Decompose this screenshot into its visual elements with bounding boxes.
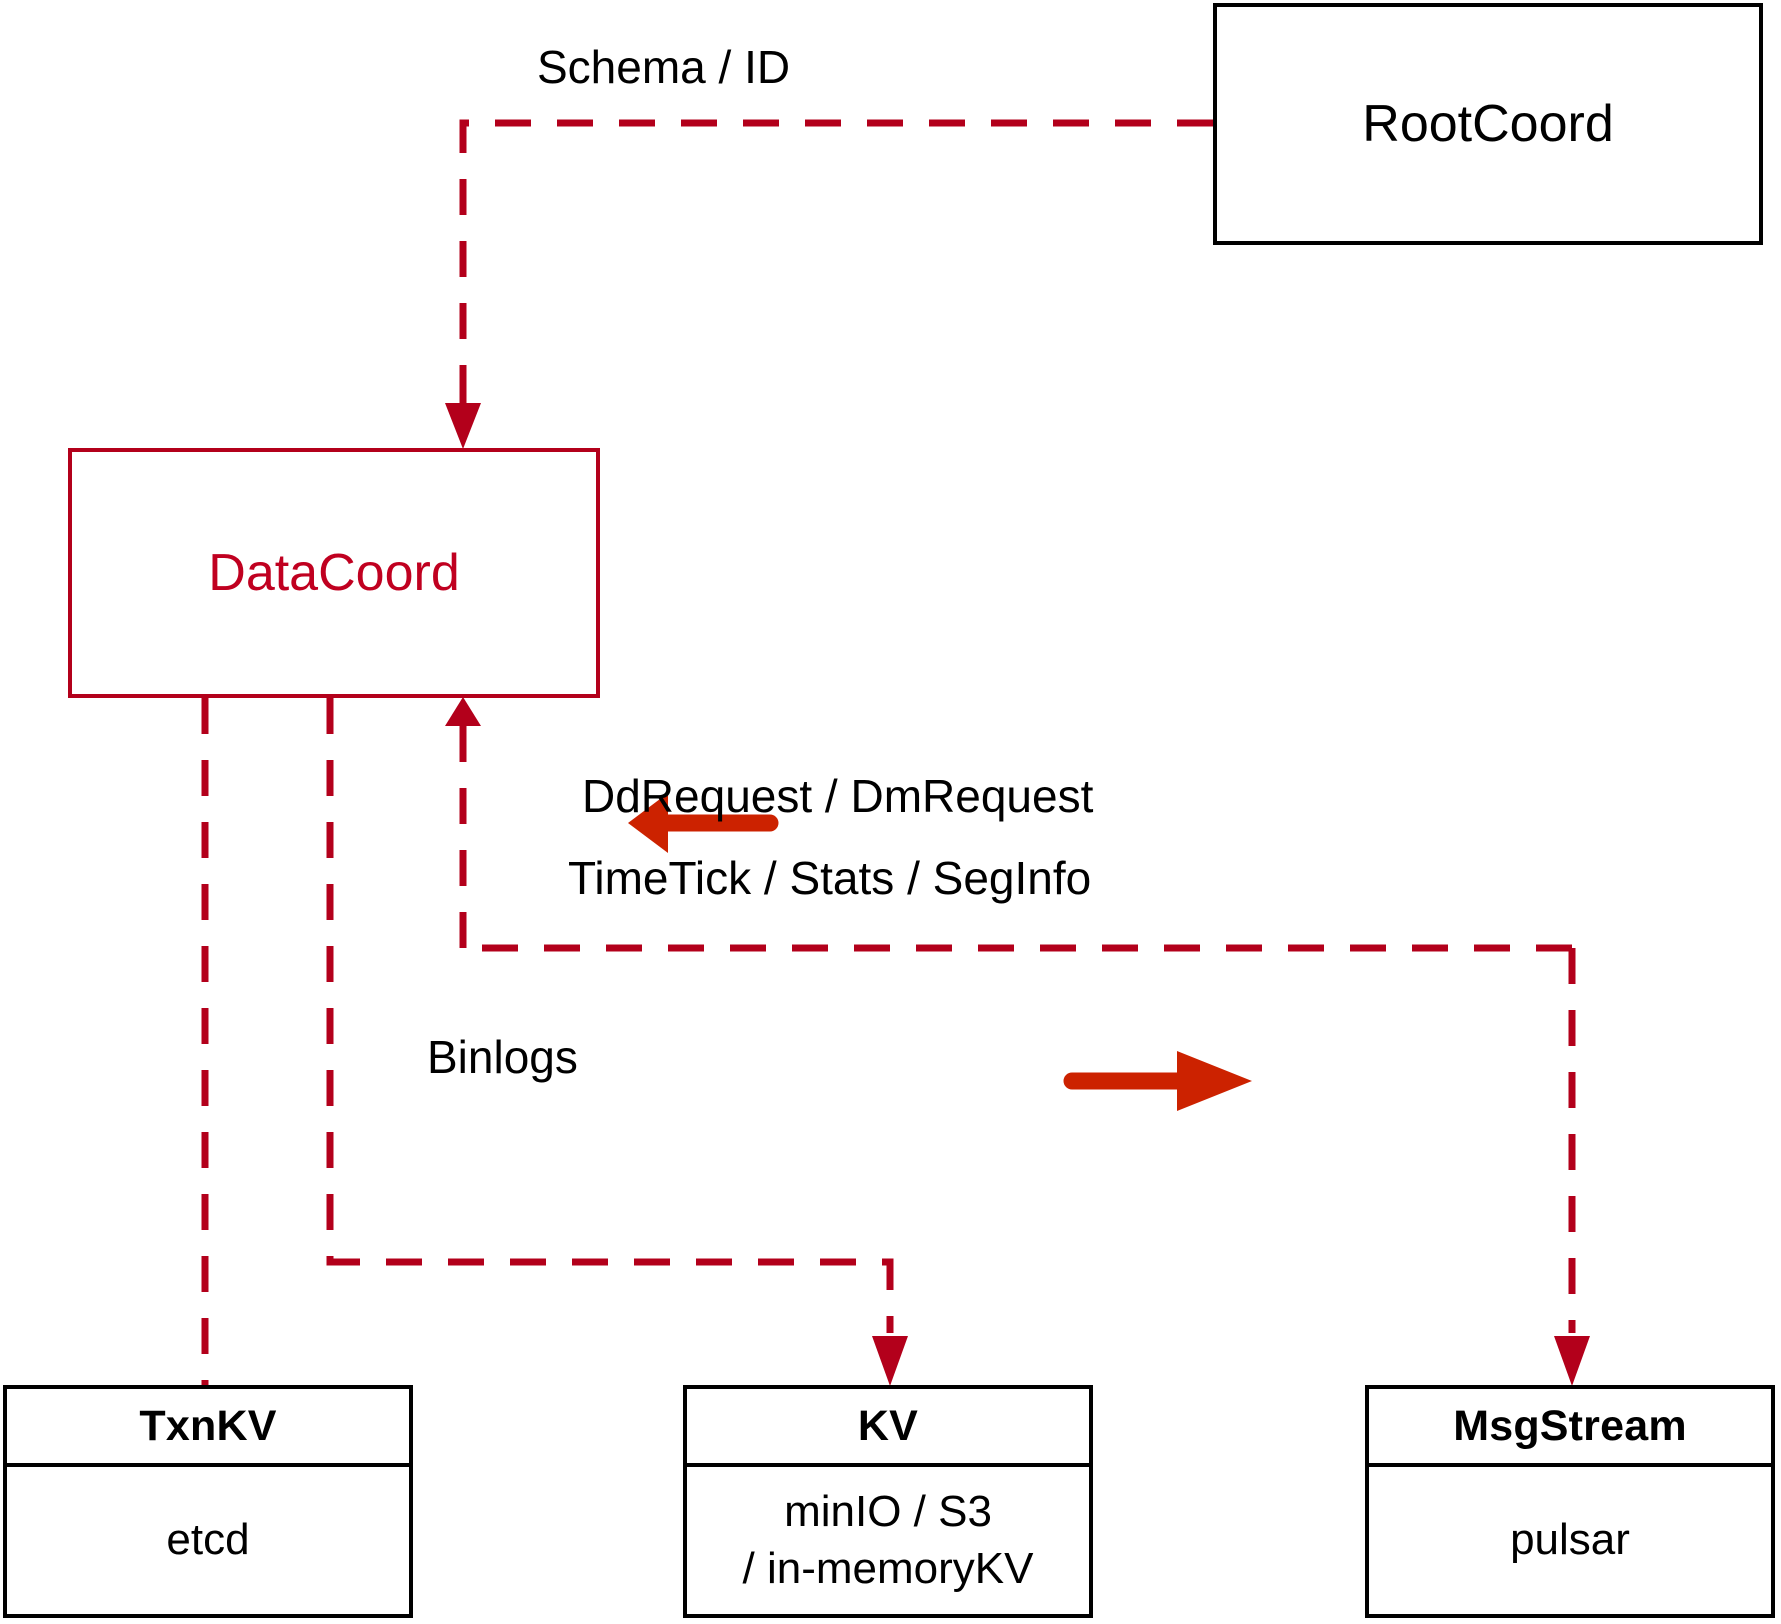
node-txnkv-label: TxnKV: [139, 1401, 277, 1450]
node-kv-detail-line-2: / in-memoryKV: [742, 1543, 1034, 1593]
edge-datacoord-to-kv: [326, 698, 908, 1386]
edge-msgstream-to-datacoord: [445, 697, 1572, 952]
node-txnkv[interactable]: TxnKV etcd: [3, 1385, 413, 1618]
inbound-flow-arrow-icon: [628, 793, 779, 853]
edge-label-dd-dm-request: DdRequest / DmRequest: [582, 770, 1094, 822]
node-rootcoord[interactable]: RootCoord: [1213, 3, 1763, 245]
edge-datacoord-to-msgstream: [1554, 948, 1590, 1386]
edge-rootcoord-to-datacoord: [445, 119, 1213, 449]
edge-label-schema-id: Schema / ID: [537, 41, 791, 93]
node-datacoord[interactable]: DataCoord: [68, 448, 600, 698]
node-msgstream-header: MsgStream: [1369, 1389, 1771, 1467]
node-kv-detail-line-1: minIO / S3: [784, 1487, 992, 1537]
node-msgstream-label: MsgStream: [1453, 1401, 1687, 1450]
node-msgstream[interactable]: MsgStream pulsar: [1365, 1385, 1775, 1618]
node-datacoord-label: DataCoord: [208, 543, 460, 602]
node-msgstream-body: pulsar: [1369, 1467, 1771, 1614]
node-kv-header: KV: [687, 1389, 1089, 1467]
node-txnkv-body: etcd: [7, 1467, 409, 1614]
node-kv[interactable]: KV minIO / S3 / in-memoryKV: [683, 1385, 1093, 1618]
node-msgstream-detail-line: pulsar: [1510, 1515, 1630, 1565]
node-txnkv-detail-line: etcd: [166, 1515, 250, 1565]
edge-label-timetick-stats-seginfo: TimeTick / Stats / SegInfo: [568, 852, 1092, 904]
node-txnkv-header: TxnKV: [7, 1389, 409, 1467]
node-kv-body: minIO / S3 / in-memoryKV: [687, 1467, 1089, 1614]
edge-label-binlogs: Binlogs: [427, 1031, 578, 1083]
node-kv-label: KV: [857, 1401, 919, 1450]
outbound-flow-arrow-icon: [1063, 1051, 1252, 1111]
node-rootcoord-label: RootCoord: [1362, 94, 1614, 153]
